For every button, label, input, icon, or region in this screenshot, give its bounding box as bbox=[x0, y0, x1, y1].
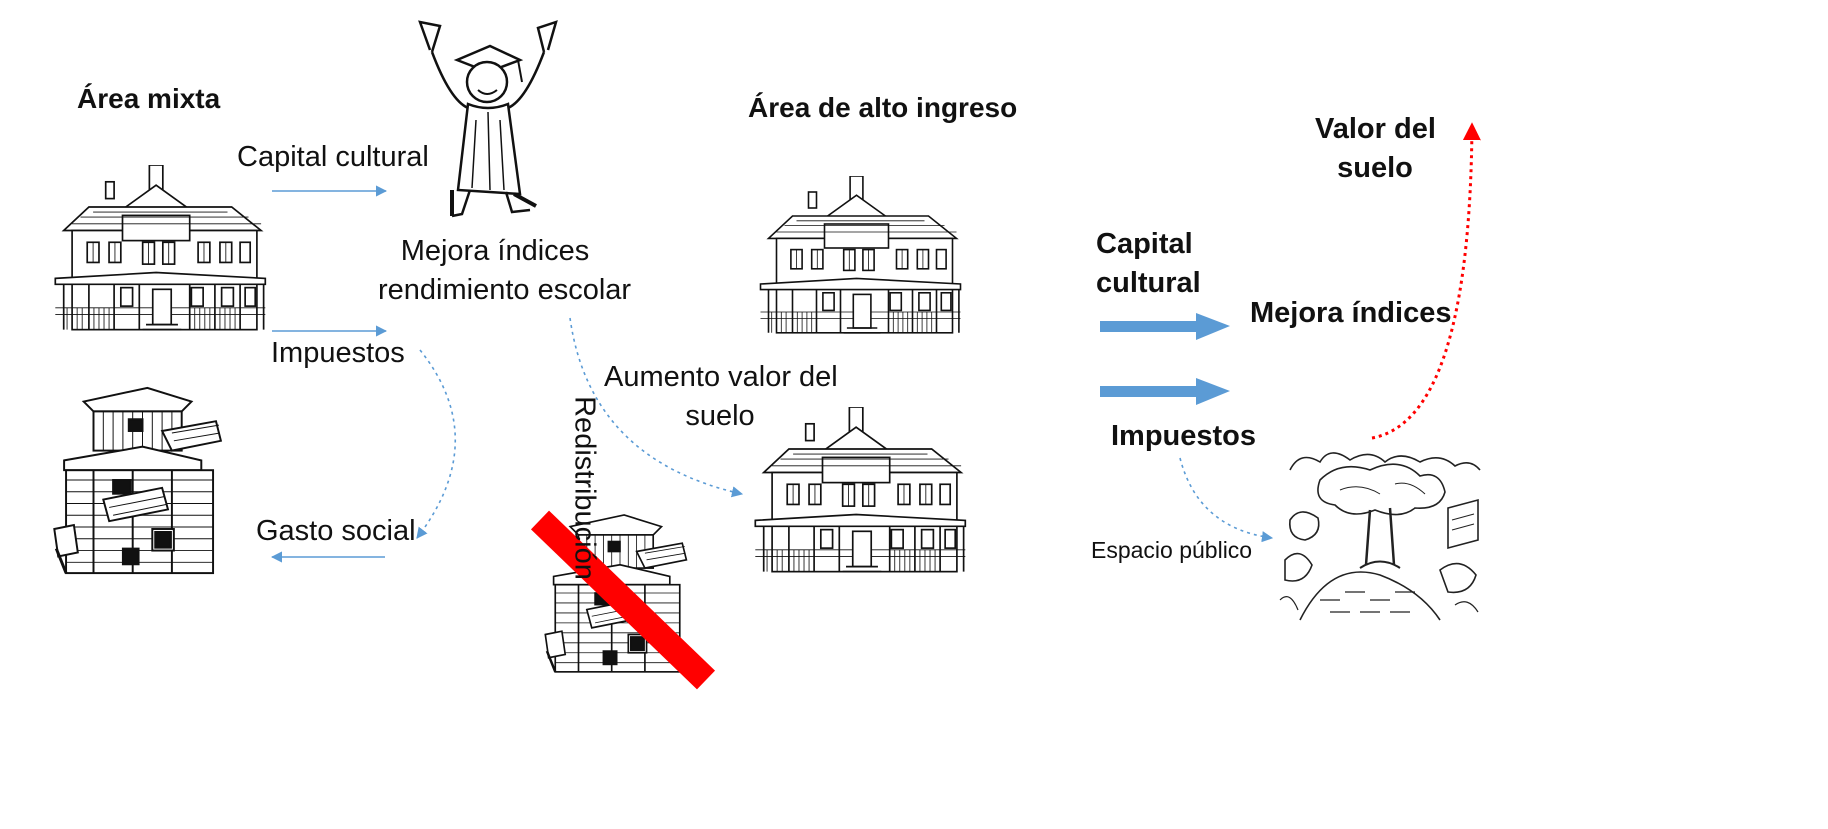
high-income-area-title: Área de alto ingreso bbox=[748, 92, 1018, 123]
shanty-house-icon bbox=[52, 386, 223, 575]
valor-suelo-label: Valor del suelo bbox=[1315, 110, 1436, 189]
thick-arrow-capital bbox=[1100, 313, 1230, 340]
valor-line-1: Valor del bbox=[1315, 113, 1436, 145]
capital-cultural-label: Capital cultural bbox=[237, 141, 429, 173]
mejora-line-1: Mejora índices bbox=[400, 235, 590, 267]
public-space-arrow bbox=[1179, 457, 1274, 543]
espacio-publico-label: Espacio público bbox=[1091, 537, 1253, 563]
right-capital-line-2: cultural bbox=[1096, 267, 1201, 300]
graduate-icon bbox=[418, 20, 558, 218]
gasto-social-label: Gasto social bbox=[256, 515, 416, 547]
high-income-house-icon bbox=[759, 176, 962, 334]
mixed-area-title: Área mixta bbox=[77, 83, 221, 114]
mejora-line-2: rendimiento escolar bbox=[378, 274, 632, 307]
impuestos-label: Impuestos bbox=[271, 337, 405, 369]
aumento-line-1: Aumento valor del bbox=[604, 361, 838, 393]
valor-line-2: suelo bbox=[1337, 152, 1413, 185]
aumento-valor-label: Aumento valor del suelo bbox=[604, 358, 838, 437]
right-impuestos-label: Impuestos bbox=[1111, 420, 1257, 452]
mejora-indices-label: Mejora índices rendimiento escolar bbox=[378, 232, 632, 311]
value-increase-arrow bbox=[569, 317, 744, 498]
thick-arrow-impuestos bbox=[1100, 378, 1230, 405]
land-value-arrow bbox=[1371, 122, 1481, 440]
public-park-icon bbox=[1278, 452, 1481, 621]
redistribution-arrow bbox=[416, 349, 456, 539]
aumento-line-2: suelo bbox=[685, 400, 755, 433]
right-capital-line-1: Capital bbox=[1096, 228, 1193, 260]
strike-through bbox=[530, 510, 716, 690]
right-mejora-label: Mejora índices bbox=[1250, 297, 1452, 329]
right-capital-label: Capital cultural bbox=[1096, 225, 1201, 304]
mixed-area-house-icon bbox=[54, 165, 267, 331]
redistribucion-label: Redistribución bbox=[568, 396, 601, 580]
